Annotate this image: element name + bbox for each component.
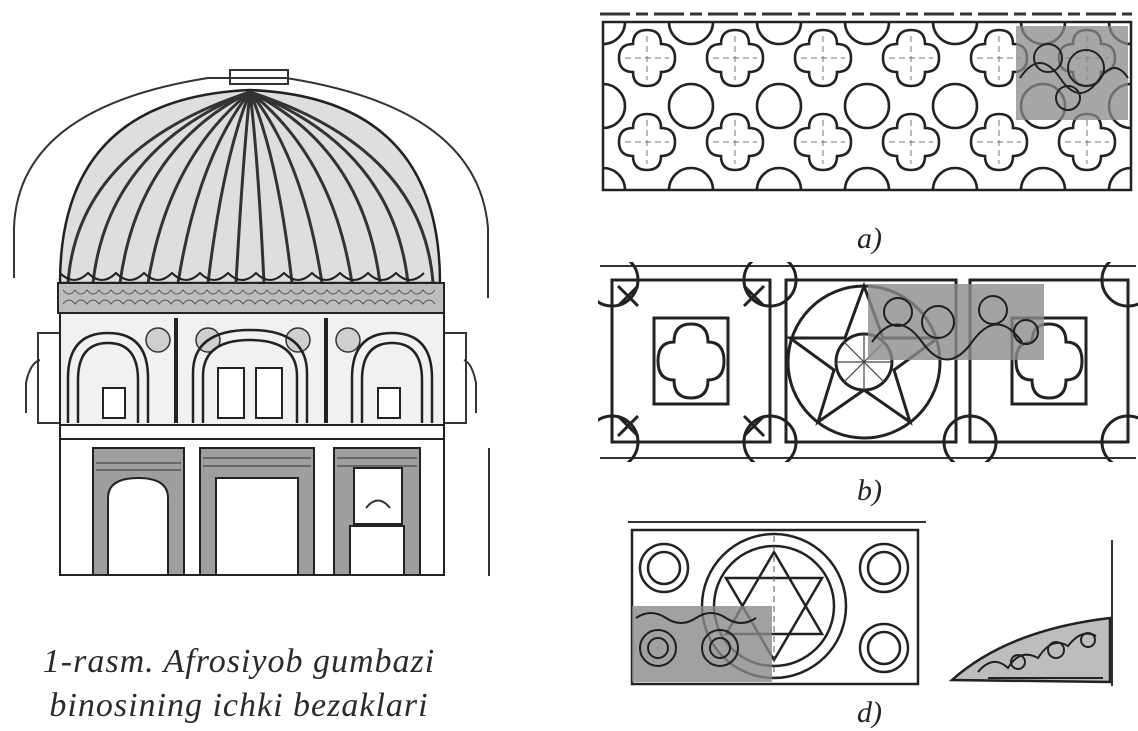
caption-line-1: 1-rasm. Afrosiyob gumbazi xyxy=(42,643,436,680)
panel-b-geometric-panels xyxy=(598,262,1138,462)
panel-a-girih-pattern xyxy=(598,8,1134,208)
panel-b-label: b) xyxy=(857,474,882,507)
panel-a-label: a) xyxy=(857,222,882,255)
dome-interior-drawing xyxy=(8,68,494,584)
figure-caption: 1-rasm. Afrosiyob gumbazi binosining ich… xyxy=(0,640,478,728)
caption-line-2: binosining ichki bezaklari xyxy=(49,687,429,724)
panel-d-star-medallion xyxy=(628,518,928,690)
panel-d-corner-ornament xyxy=(948,540,1118,690)
panel-d-label: d) xyxy=(857,696,882,729)
